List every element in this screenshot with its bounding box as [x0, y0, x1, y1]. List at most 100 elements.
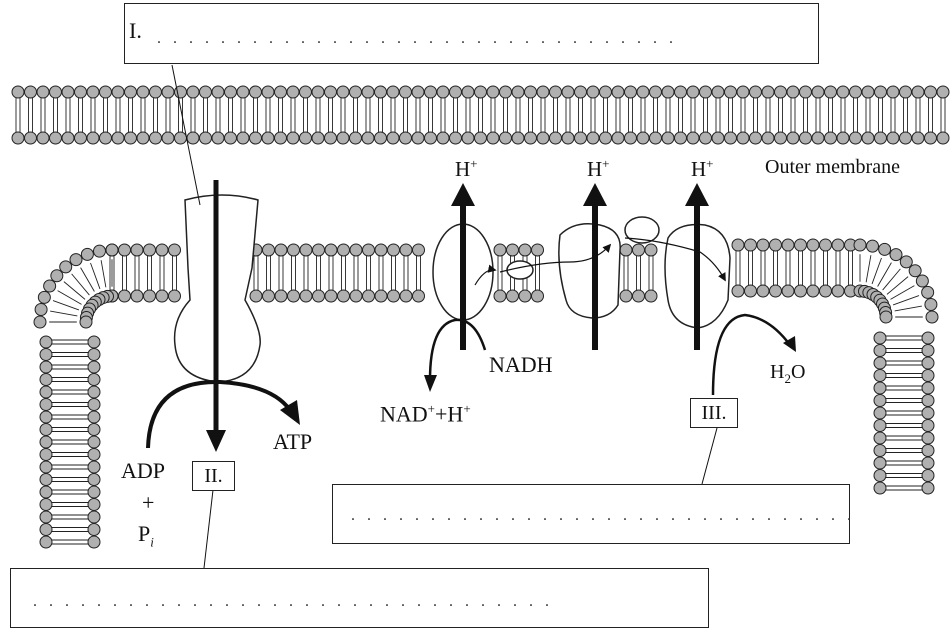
lipid-head [775, 132, 787, 144]
lipid-head [437, 86, 449, 98]
lipid-head [575, 86, 587, 98]
answer-dots-one: . . . . . . . . . . . . . . . . . . . . … [157, 30, 677, 48]
lipid-head [88, 449, 100, 461]
lipid-head [250, 290, 262, 302]
lipid-head [922, 420, 934, 432]
lipid-head [375, 290, 387, 302]
h-plus-one: H+ [455, 156, 478, 182]
lipid-head [800, 132, 812, 144]
lipid-head [837, 86, 849, 98]
h-plus-letter: H [455, 157, 470, 181]
lipid-head [650, 132, 662, 144]
lipid-head [169, 290, 181, 302]
lipid-head [88, 374, 100, 386]
lipid-head [537, 86, 549, 98]
lipid-head [807, 239, 819, 251]
lipid-head [287, 86, 299, 98]
lipid-head [600, 132, 612, 144]
lipid-head [832, 239, 844, 251]
lipid-head [313, 290, 325, 302]
lipid-head [926, 311, 938, 323]
lipid-head [88, 474, 100, 486]
h-plus-letter: H [587, 157, 602, 181]
lipid-head [62, 132, 74, 144]
lipid-head [287, 132, 299, 144]
lipid-head [512, 86, 524, 98]
lipid-head [700, 132, 712, 144]
lipid-head [775, 86, 787, 98]
lipid-head [937, 86, 949, 98]
lipid-head [820, 239, 832, 251]
lipid-head [587, 132, 599, 144]
lipid-head [100, 86, 112, 98]
lipid-head [732, 285, 744, 297]
lipid-head [620, 290, 632, 302]
answer-box-one[interactable]: I. . . . . . . . . . . . . . . . . . . .… [124, 3, 819, 64]
lipid-head [900, 132, 912, 144]
lipid-head [820, 285, 832, 297]
lipid-head [75, 132, 87, 144]
lipid-head [37, 132, 49, 144]
lipid-head [874, 432, 886, 444]
lipid-head [812, 86, 824, 98]
lipid-head [40, 449, 52, 461]
lipid-head [712, 86, 724, 98]
lipid-head [537, 132, 549, 144]
lipid-head [837, 132, 849, 144]
lipid-head [262, 86, 274, 98]
nad-plus-h: +H [435, 401, 463, 426]
lipid-head [890, 249, 902, 261]
pi-letter: P [138, 521, 150, 546]
lipid-head [325, 86, 337, 98]
lipid-head [37, 86, 49, 98]
lipid-head [88, 524, 100, 536]
lipid-head [532, 290, 544, 302]
lipid-head [922, 457, 934, 469]
lipid-head [587, 86, 599, 98]
lipid-head [862, 86, 874, 98]
lipid-head [887, 132, 899, 144]
lipid-head [812, 132, 824, 144]
lipid-head [237, 86, 249, 98]
answer-box-two[interactable]: . . . . . . . . . . . . . . . . . . . . … [10, 568, 709, 628]
lipid-head [40, 336, 52, 348]
lipid-head [137, 132, 149, 144]
lipid-head [337, 86, 349, 98]
lipid-head [900, 86, 912, 98]
lipid-head [350, 86, 362, 98]
lipid-head [937, 132, 949, 144]
lipid-head [487, 86, 499, 98]
lipid-head [832, 285, 844, 297]
lipid-head [300, 132, 312, 144]
lipid-head [350, 132, 362, 144]
lipid-head [225, 86, 237, 98]
answer-box-three[interactable]: . . . . . . . . . . . . . . . . . . . . … [332, 484, 850, 544]
lipid-head [874, 470, 886, 482]
lipid-head [413, 244, 425, 256]
lipid-head [687, 132, 699, 144]
lipid-head [40, 386, 52, 398]
lipid-head [137, 86, 149, 98]
lipid-head [300, 290, 312, 302]
lipid-head [507, 244, 519, 256]
lipid-head [40, 474, 52, 486]
lipid-head [25, 86, 37, 98]
lipid-head [762, 86, 774, 98]
lipid-head [662, 132, 674, 144]
lipid-head [787, 86, 799, 98]
lipid-head [770, 285, 782, 297]
lipid-head [263, 290, 275, 302]
lipid-head [363, 244, 375, 256]
lipid-head [633, 290, 645, 302]
plus-label: + [142, 490, 154, 516]
lipid-head [375, 244, 387, 256]
lipid-head [325, 290, 337, 302]
lipid-head [200, 132, 212, 144]
lipid-head [275, 132, 287, 144]
lipid-head [88, 536, 100, 548]
lipid-head [34, 316, 46, 328]
lipid-head [922, 332, 934, 344]
lipid-head [757, 285, 769, 297]
pi-label: Pi [138, 521, 154, 550]
lipid-head [712, 132, 724, 144]
